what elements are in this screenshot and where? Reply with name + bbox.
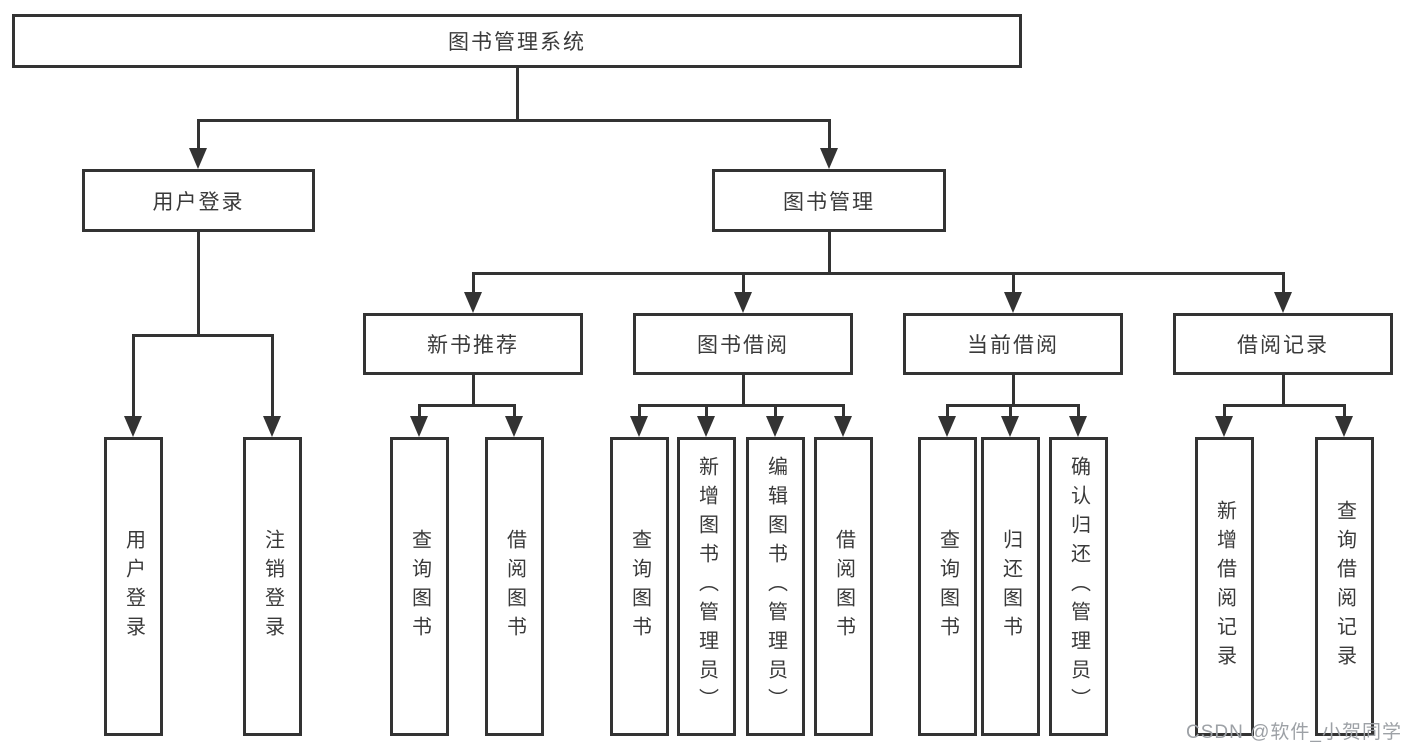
connector-new-books-bar [418,404,516,407]
arrow-down-icon [697,416,715,437]
leaf-label: 查询借阅记录 [1333,499,1356,674]
leaf-label: 借阅图书 [503,528,526,645]
connector-leaf [705,404,708,416]
leaf-label: 查询图书 [628,528,651,645]
node-user-login: 用户登录 [82,169,315,232]
arrow-down-icon [189,148,207,169]
leaf-label: 编辑图书（管理员） [764,456,787,717]
arrow-down-icon [630,416,648,437]
connector-to-user-login [197,119,200,150]
arrow-down-icon [834,416,852,437]
connector-book-mgmt-bar [472,272,1284,275]
connector-to-login-leaf [132,334,135,416]
leaf-label: 查询图书 [408,528,431,645]
leaf-label: 借阅图书 [832,528,855,645]
csdn-watermark: CSDN @软件_小贺同学 [1186,722,1402,743]
leaf-query-books-borrow: 查询图书 [610,437,669,736]
node-borrow-records: 借阅记录 [1173,313,1393,375]
connector-to-borrow-records [1282,272,1285,292]
leaf-edit-books-admin: 编辑图书（管理员） [746,437,805,736]
leaf-return-books: 归还图书 [981,437,1040,736]
node-library-management-system: 图书管理系统 [12,14,1022,68]
connector-to-book-mgmt [828,119,831,150]
connector-new-books-stem [472,375,475,405]
arrow-down-icon [1215,416,1233,437]
node-book-borrow: 图书借阅 [633,313,853,375]
node-label: 新书推荐 [427,334,519,357]
node-label: 图书管理系统 [448,31,586,54]
connector-root-bar [197,119,831,122]
connector-book-borrow-bar [638,404,844,407]
leaf-label: 用户登录 [122,528,145,645]
connector-user-login-stem [197,232,200,335]
arrow-down-icon [1335,416,1353,437]
node-label: 图书借阅 [697,334,789,357]
connector-leaf [1223,404,1226,416]
leaf-label: 新增借阅记录 [1213,499,1236,674]
connector-leaf [774,404,777,416]
leaf-label: 归还图书 [999,528,1022,645]
connector-leaf [638,404,641,416]
connector-leaf [946,404,949,416]
node-book-management: 图书管理 [712,169,946,232]
leaf-user-login: 用户登录 [104,437,163,736]
leaf-label: 查询图书 [936,528,959,645]
connector-user-login-bar [132,334,274,337]
arrow-down-icon [505,416,523,437]
arrow-down-icon [1004,292,1022,313]
connector-root-stem [516,68,519,120]
node-label: 图书管理 [783,190,875,214]
connector-book-mgmt-stem [828,232,831,273]
leaf-add-borrow-record: 新增借阅记录 [1195,437,1254,736]
connector-to-logout-leaf [271,334,274,416]
arrow-down-icon [820,148,838,169]
leaf-borrow-books: 借阅图书 [814,437,873,736]
connector-current-borrow-stem [1012,375,1015,405]
leaf-query-books-recommend: 查询图书 [390,437,449,736]
connector-book-borrow-stem [742,375,745,405]
arrow-down-icon [1274,292,1292,313]
connector-to-current-borrow [1012,272,1015,292]
node-label: 借阅记录 [1237,334,1329,357]
leaf-label: 确认归还（管理员） [1067,456,1090,717]
leaf-borrow-books-recommend: 借阅图书 [485,437,544,736]
node-label: 用户登录 [152,190,245,214]
arrow-down-icon [1001,416,1019,437]
leaf-query-books-current: 查询图书 [918,437,977,736]
connector-leaf [513,404,516,416]
leaf-logout: 注销登录 [243,437,302,736]
connector-leaf [1077,404,1080,416]
leaf-add-books-admin: 新增图书（管理员） [677,437,736,736]
connector-to-new-books [472,272,475,292]
arrow-down-icon [1069,416,1087,437]
node-new-book-recommend: 新书推荐 [363,313,583,375]
connector-borrow-records-bar [1223,404,1345,407]
arrow-down-icon [263,416,281,437]
connector-leaf [1343,404,1346,416]
connector-leaf [1009,404,1012,416]
leaf-label: 新增图书（管理员） [695,456,718,717]
connector-leaf [842,404,845,416]
arrow-down-icon [464,292,482,313]
connector-current-borrow-bar [946,404,1079,407]
node-current-borrow: 当前借阅 [903,313,1123,375]
node-label: 当前借阅 [967,334,1059,357]
arrow-down-icon [766,416,784,437]
leaf-confirm-return-admin: 确认归还（管理员） [1049,437,1108,736]
connector-leaf [418,404,421,416]
connector-to-book-borrow [742,272,745,292]
arrow-down-icon [410,416,428,437]
arrow-down-icon [124,416,142,437]
connector-borrow-records-stem [1282,375,1285,405]
arrow-down-icon [734,292,752,313]
arrow-down-icon [938,416,956,437]
leaf-label: 注销登录 [261,528,284,645]
leaf-query-borrow-record: 查询借阅记录 [1315,437,1374,736]
